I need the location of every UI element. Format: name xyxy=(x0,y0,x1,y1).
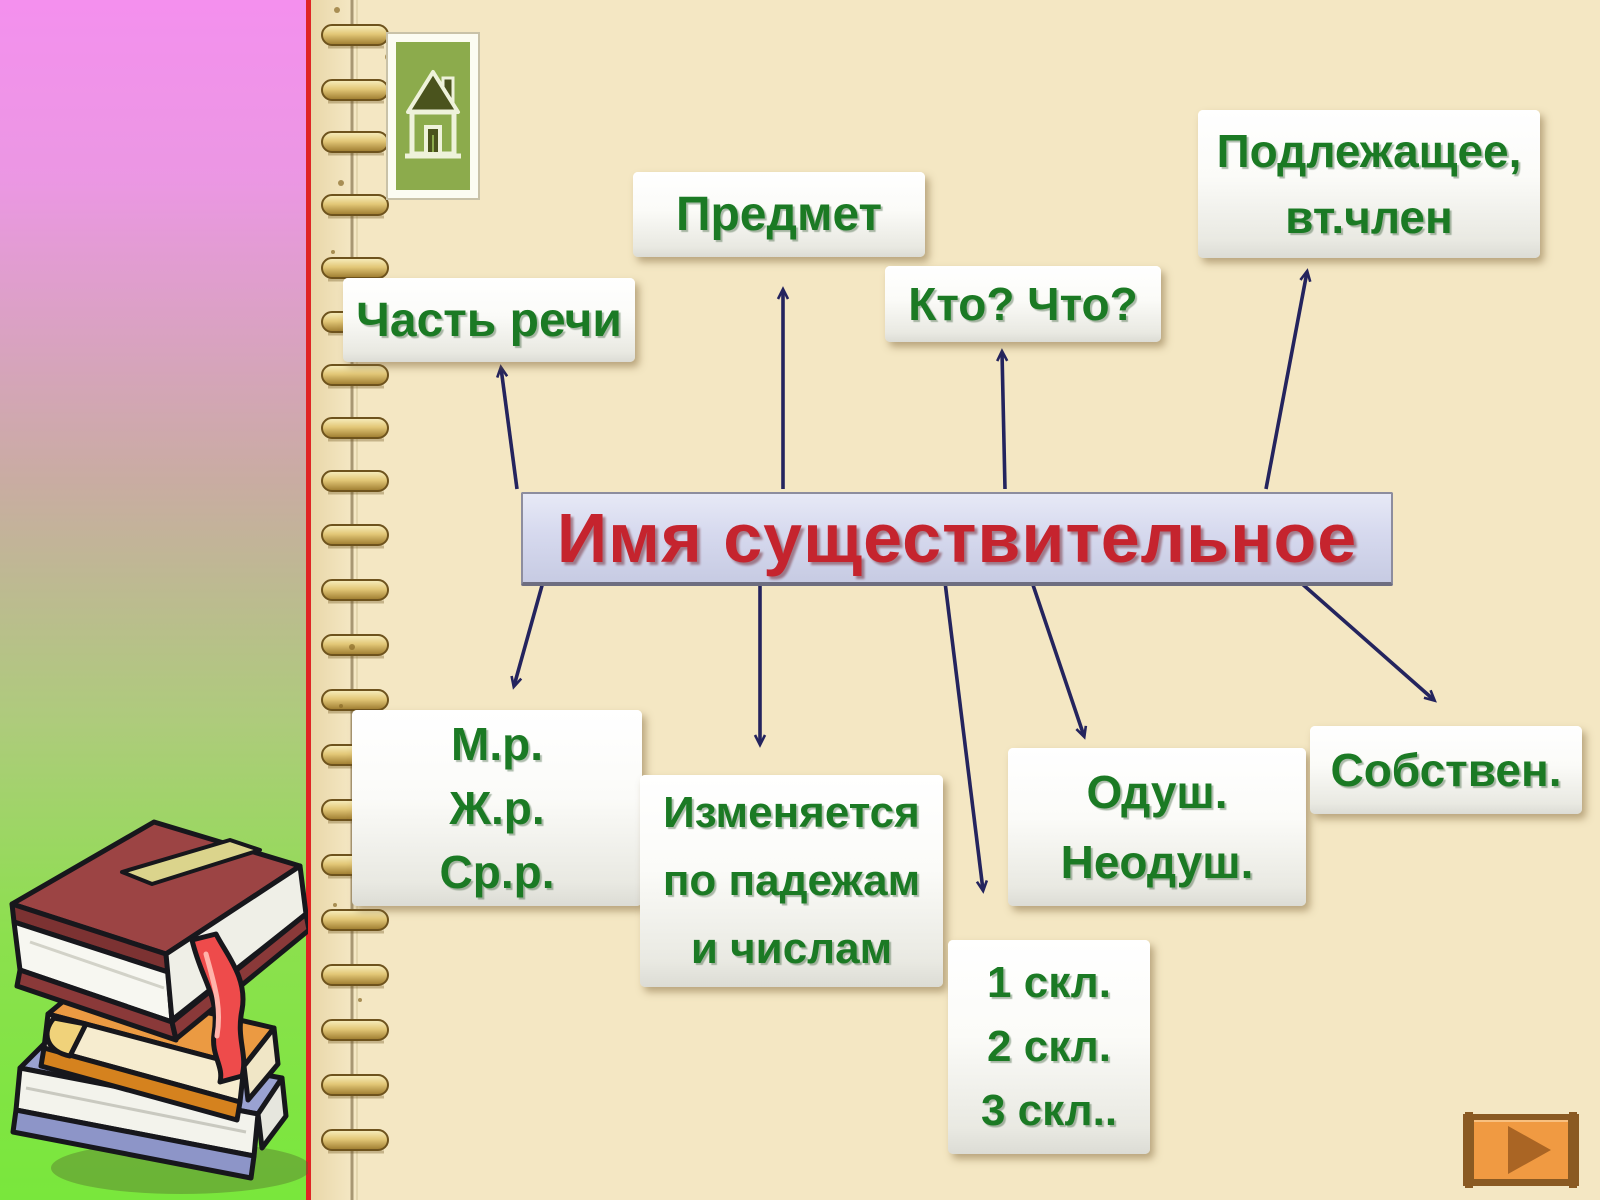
node-odush: Одуш. Неодуш. xyxy=(1008,748,1306,906)
node-rod: М.р. Ж.р. Ср.р. xyxy=(352,710,642,906)
node-sobstven: Собствен. xyxy=(1310,726,1582,814)
node-label-line: М.р. xyxy=(451,718,543,770)
forward-arrow-icon xyxy=(1463,1112,1579,1188)
node-label: Кто? Что? xyxy=(908,278,1138,330)
next-button[interactable] xyxy=(1463,1112,1579,1188)
node-podlezhashchee: Подлежащее, вт.член xyxy=(1198,110,1540,258)
page-margin xyxy=(311,0,351,1200)
home-button[interactable] xyxy=(386,32,480,200)
central-title-box: Имя существительное xyxy=(521,492,1393,586)
house-icon xyxy=(386,32,480,200)
node-predmet: Предмет xyxy=(633,172,925,257)
node-izmenyaetsya: Изменяется по падежам и числам xyxy=(640,775,943,987)
node-kto-chto: Кто? Что? xyxy=(885,266,1161,342)
node-label: Собствен. xyxy=(1330,744,1562,796)
node-label-line: Изменяется xyxy=(663,788,920,837)
central-title: Имя существительное xyxy=(556,499,1358,577)
node-label-line: вт.член xyxy=(1285,191,1453,243)
node-label: Часть речи xyxy=(356,293,622,347)
node-label-line: Подлежащее, xyxy=(1216,125,1522,177)
node-label-line: по падежам xyxy=(662,856,921,905)
node-label-line: 2 скл. xyxy=(987,1022,1111,1071)
node-label-line: Неодуш. xyxy=(1060,836,1254,888)
page-edge-line xyxy=(306,0,311,1200)
node-label-line: 1 скл. xyxy=(987,958,1111,1007)
node-label-line: и числам xyxy=(690,924,893,973)
node-sklonenie: 1 скл. 2 скл. 3 скл.. xyxy=(948,940,1150,1154)
node-label-line: 3 скл.. xyxy=(980,1086,1118,1135)
books-clipart xyxy=(9,819,308,1194)
node-label-line: Ср.р. xyxy=(439,846,555,898)
node-chast-rechi: Часть речи xyxy=(343,278,635,362)
node-label: Предмет xyxy=(675,188,883,241)
node-label-line: Одуш. xyxy=(1086,766,1228,818)
node-label-line: Ж.р. xyxy=(449,782,545,834)
